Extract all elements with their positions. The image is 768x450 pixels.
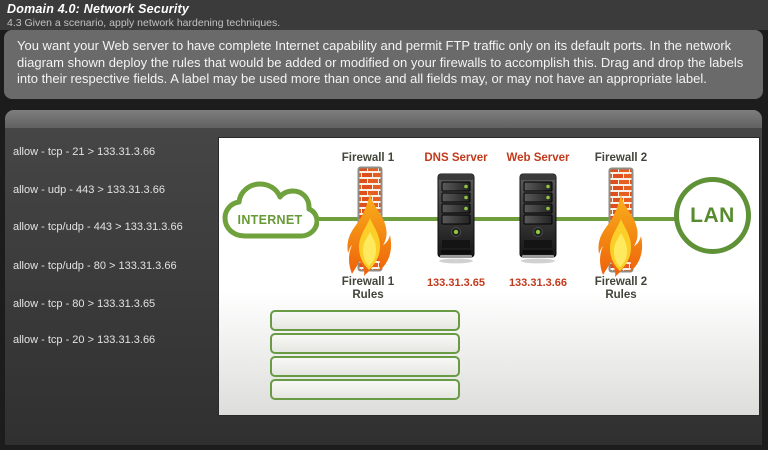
drag-label[interactable]: allow - udp - 443 > 133.31.3.66 [13, 184, 165, 196]
drag-label[interactable]: allow - tcp - 80 > 133.31.3.65 [13, 298, 156, 310]
internet-cloud-icon: INTERNET [221, 180, 320, 248]
firewall2-flame-icon [598, 193, 644, 279]
dns-server-ip: 133.31.3.65 [426, 277, 486, 289]
drag-label[interactable]: allow - tcp - 21 > 133.31.3.66 [13, 146, 156, 158]
drag-label[interactable]: allow - tcp - 20 > 133.31.3.66 [13, 334, 156, 346]
firewall2-rules-line2: Rules [605, 289, 637, 301]
web-server-icon [517, 172, 559, 264]
rule-drop-slot-4[interactable] [270, 379, 460, 400]
question-instructions: You want your Web server to have complet… [4, 30, 763, 99]
network-link-line [279, 217, 681, 221]
panel-header-bar [5, 110, 762, 128]
internet-label: INTERNET [237, 213, 303, 227]
domain-title: Domain 4.0: Network Security [7, 2, 190, 16]
firewall1-rules-label: Firewall 1 Rules [328, 276, 408, 302]
drag-label[interactable]: allow - tcp/udp - 80 > 133.31.3.66 [13, 260, 177, 272]
firewall2-rules-line1: Firewall 2 [594, 276, 648, 288]
rule-drop-slot-3[interactable] [270, 356, 460, 377]
lan-label: LAN [690, 203, 735, 227]
firewall2-rules-label: Firewall 2 Rules [579, 276, 663, 302]
dns-server-title: DNS Server [424, 152, 488, 164]
firewall1-title: Firewall 1 [341, 152, 395, 164]
firewall2-title: Firewall 2 [594, 152, 648, 164]
firewall1-rules-line2: Rules [352, 289, 384, 301]
rule-drop-slot-2[interactable] [270, 333, 460, 354]
header-band: Domain 4.0: Network Security 4.3 Given a… [0, 0, 768, 30]
rule-drop-slot-1[interactable] [270, 310, 460, 331]
web-server-ip: 133.31.3.66 [508, 277, 568, 289]
objective-subtitle: 4.3 Given a scenario, apply network hard… [7, 17, 281, 29]
firewall1-flame-icon [347, 192, 393, 278]
drag-label[interactable]: allow - tcp/udp - 443 > 133.31.3.66 [13, 221, 183, 233]
dns-server-icon [435, 172, 477, 264]
firewall1-rules-line1: Firewall 1 [341, 276, 395, 288]
web-server-title: Web Server [506, 152, 570, 164]
lan-circle-icon: LAN [674, 177, 751, 254]
